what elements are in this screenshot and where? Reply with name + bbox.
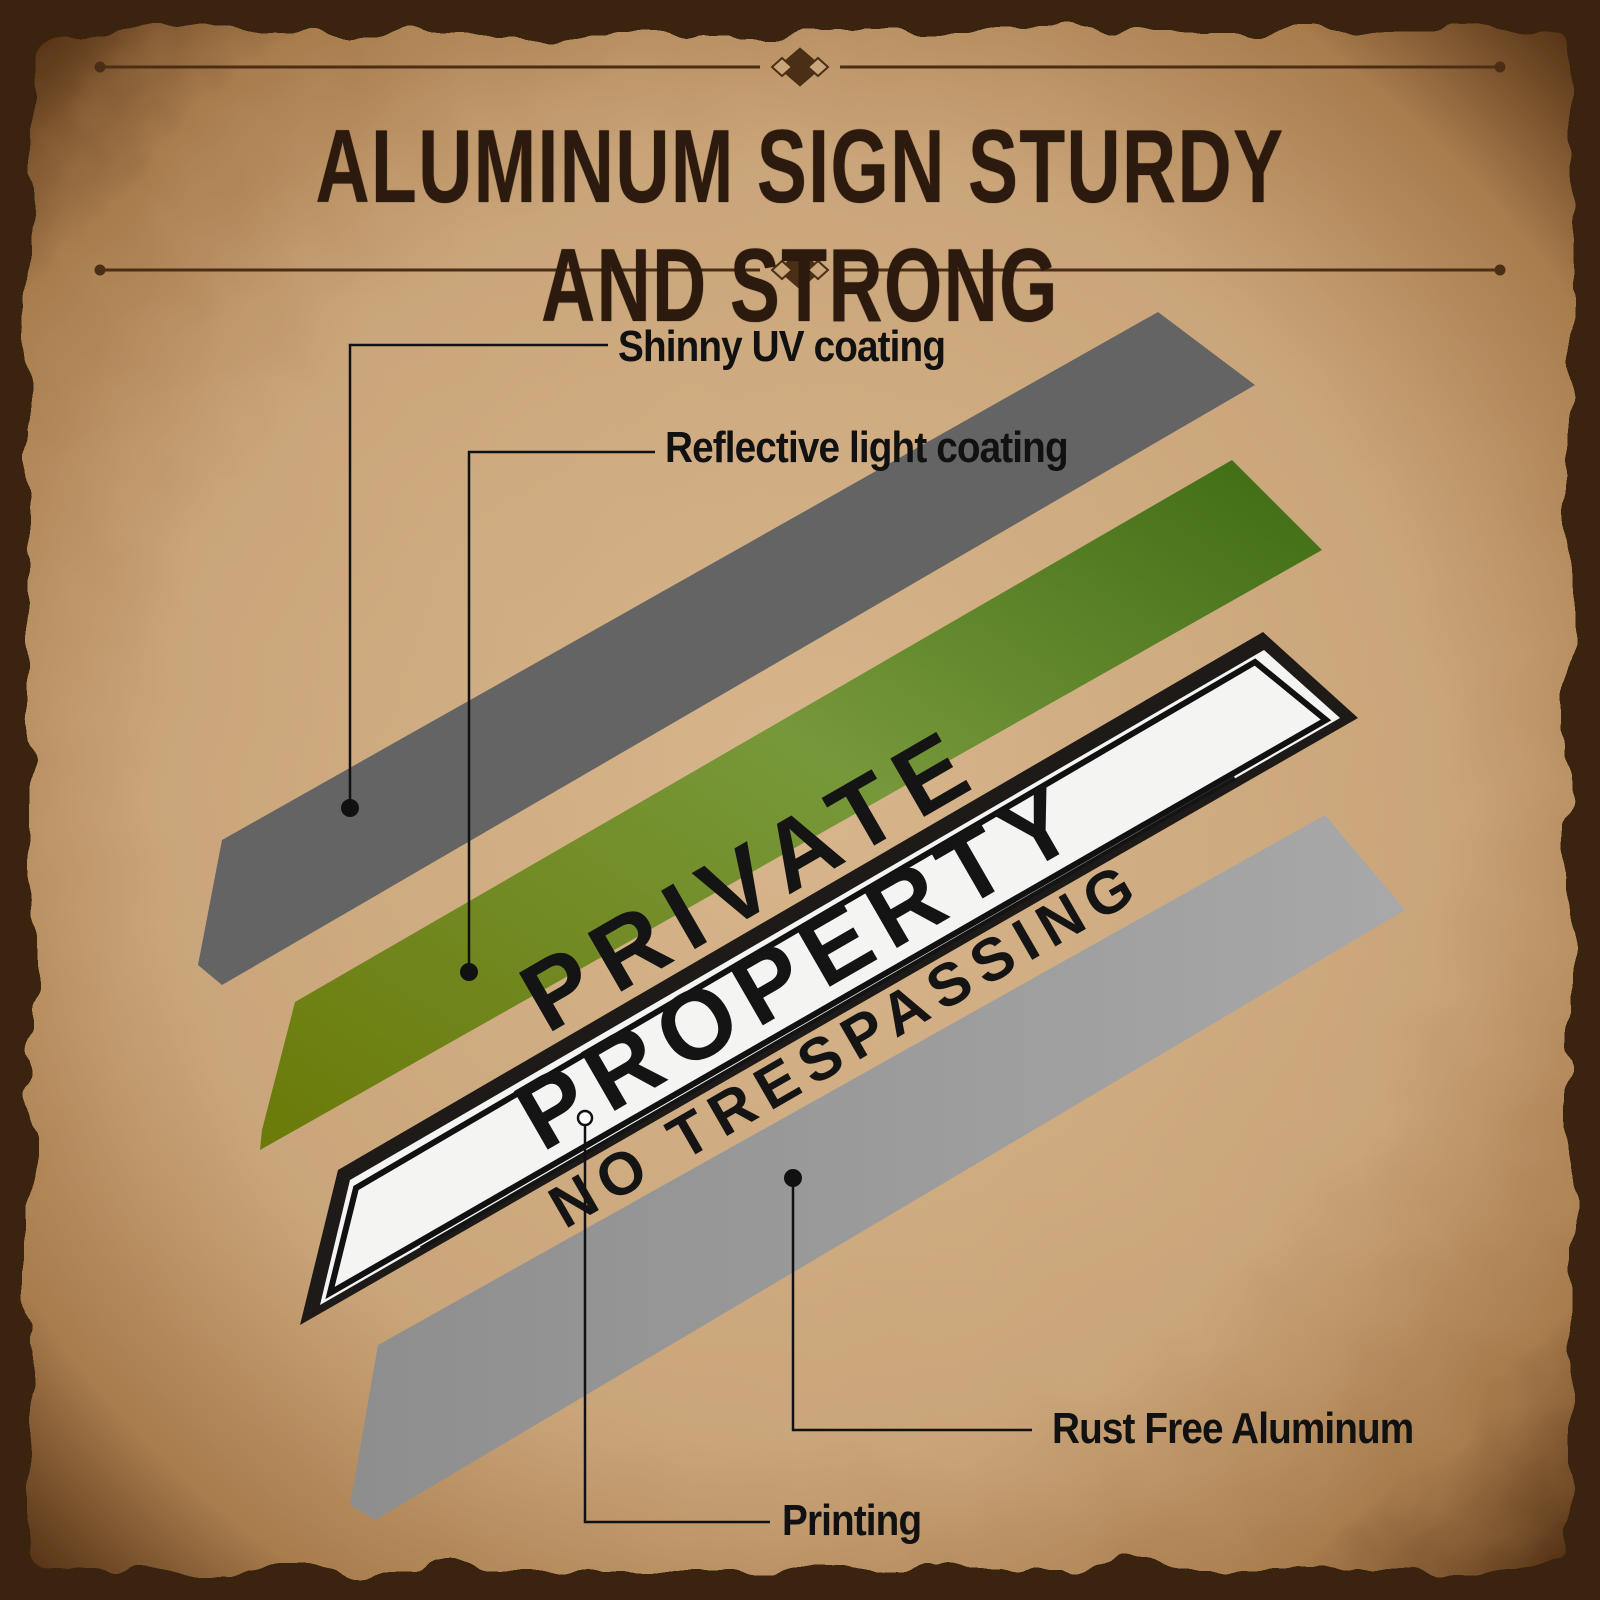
reflective-coating-label: Reflective light coating bbox=[665, 423, 1069, 472]
aluminum-label: Rust Free Aluminum bbox=[1052, 1404, 1414, 1453]
heading-bottom-rule bbox=[94, 250, 1506, 290]
printing-leader-line bbox=[583, 1118, 770, 1524]
heading-top-rule bbox=[94, 47, 1506, 87]
uv-coating-label: Shinny UV coating bbox=[618, 322, 946, 371]
uv-leader-dot bbox=[341, 799, 359, 817]
page-title: ALUMINUM SIGN STURDY AND STRONG bbox=[315, 109, 1285, 344]
uv-leader-line bbox=[348, 343, 608, 808]
aluminum-layer bbox=[350, 815, 1405, 1520]
uv-coating-layer bbox=[198, 312, 1255, 985]
printing-leader-dot bbox=[576, 1109, 594, 1127]
aluminum-leader-line bbox=[791, 1178, 1032, 1432]
printing-label: Printing bbox=[782, 1496, 922, 1545]
reflective-leader-line bbox=[467, 450, 655, 972]
reflective-leader-dot bbox=[460, 963, 478, 981]
reflective-coating-layer bbox=[260, 460, 1322, 1150]
aluminum-leader-dot bbox=[784, 1169, 802, 1187]
